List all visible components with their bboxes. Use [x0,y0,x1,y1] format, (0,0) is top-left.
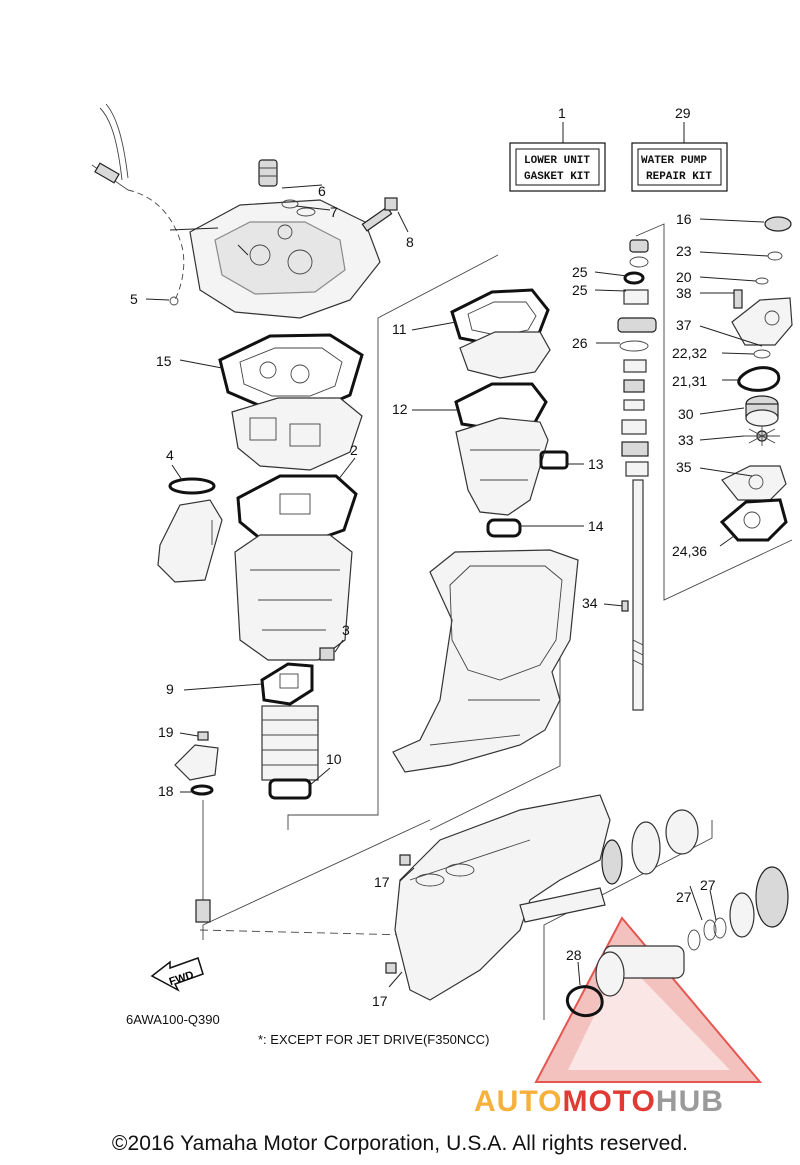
callout-25b: 25 [572,282,588,298]
callout-2: 2 [350,442,358,458]
assembly-lines [199,223,793,1020]
callout-29: 29 [675,105,691,121]
callout-1: 1 [558,105,566,121]
o-ring-5: 5 [130,291,179,307]
callout-21-31: 21,31 [672,373,707,389]
callout-34: 34 [582,595,598,611]
gasket-11: 11 [392,288,551,379]
callout-18: 18 [158,783,174,799]
gasket-2: 2 [236,442,358,544]
callout-12: 12 [392,401,408,417]
callout-35: 35 [676,459,692,475]
lower-casing-part [392,549,579,773]
watermark-part2: MOTO [562,1085,656,1118]
watermark-part3: HUB [655,1085,724,1118]
callout-33: 33 [678,432,694,448]
callout-19: 19 [158,724,174,740]
seal-13: 13 [539,450,604,472]
kit-lower-line1: LOWER UNIT [524,155,590,167]
callout-9: 9 [166,681,174,697]
callout-6: 6 [318,183,326,199]
fwd-arrow-icon: FWD [150,957,204,992]
upper-casing-part [169,199,381,319]
callout-14: 14 [588,518,604,534]
callout-28: 28 [566,947,582,963]
callout-16: 16 [676,211,692,227]
callout-37: 37 [676,317,692,333]
gearcase-part: 17 17 [372,794,611,1009]
shaft-callouts: 25 25 26 34 [572,264,629,612]
water-pump-repair-kit-box: 29 WATER PUMP REPAIR KIT [631,105,728,192]
exhaust-housing-part [234,534,353,661]
callout-23: 23 [676,243,692,259]
callout-5: 5 [130,291,138,307]
callout-25a: 25 [572,264,588,280]
kit-lower-line2: GASKET KIT [524,171,590,183]
callout-22-32: 22,32 [672,345,707,361]
callout-27b: 27 [700,877,716,893]
water-tube-part [91,103,185,301]
shift-rod-assembly: 19 18 [158,724,219,923]
bolt-3-part: 3 [319,622,350,661]
grommet-part [258,159,278,187]
callout-13: 13 [588,456,604,472]
water-pump-parts: 16 23 20 38 37 22,32 21,31 30 33 [672,211,793,559]
kit-pump-line2: REPAIR KIT [646,171,712,183]
callout-17a: 17 [374,874,390,890]
gasket-9: 9 [166,662,314,706]
gasket-15: 15 [156,333,364,412]
exhaust-guide-part [455,417,549,516]
lower-unit-gasket-kit-box: 1 LOWER UNIT GASKET KIT [509,105,606,192]
callout-11: 11 [392,321,407,337]
callout-7: 7 [330,204,338,220]
copyright-text: ©2016 Yamaha Motor Corporation, U.S.A. A… [111,1132,689,1155]
callout-17b: 17 [372,993,388,1009]
callout-30: 30 [678,406,694,422]
drawing-code: 6AWA100-Q390 [126,1012,220,1027]
adapter-plate-part [231,397,363,471]
kit-pump-line1: WATER PUMP [641,155,707,167]
watermark-text: AUTOMOTOHUB [474,1085,724,1119]
callout-8: 8 [406,234,414,250]
callout-10: 10 [326,751,342,767]
callout-26: 26 [572,335,588,351]
callout-24-36: 24,36 [672,543,707,559]
watermark-logo [534,916,763,1083]
gasket-12: 12 [392,382,548,432]
callout-4: 4 [166,447,174,463]
watermark-part1: AUTO [474,1085,563,1118]
pipe-4-part: 4 [157,447,223,583]
callout-27a: 27 [676,889,692,905]
jet-drive-note: *: EXCEPT FOR JET DRIVE(F350NCC) [258,1032,490,1047]
callout-38: 38 [676,285,692,301]
callout-15: 15 [156,353,172,369]
gear-train-parts: 27 27 28 [565,809,789,1017]
bolt-8-part: 8 [361,197,414,250]
seal-14: 14 [486,518,604,538]
drive-shaft-part [617,239,657,711]
o-ring-6-7: 6 7 [281,183,338,220]
callout-20: 20 [676,269,692,285]
callout-3: 3 [342,622,350,638]
exhaust-bellows-10: 10 [261,705,342,800]
